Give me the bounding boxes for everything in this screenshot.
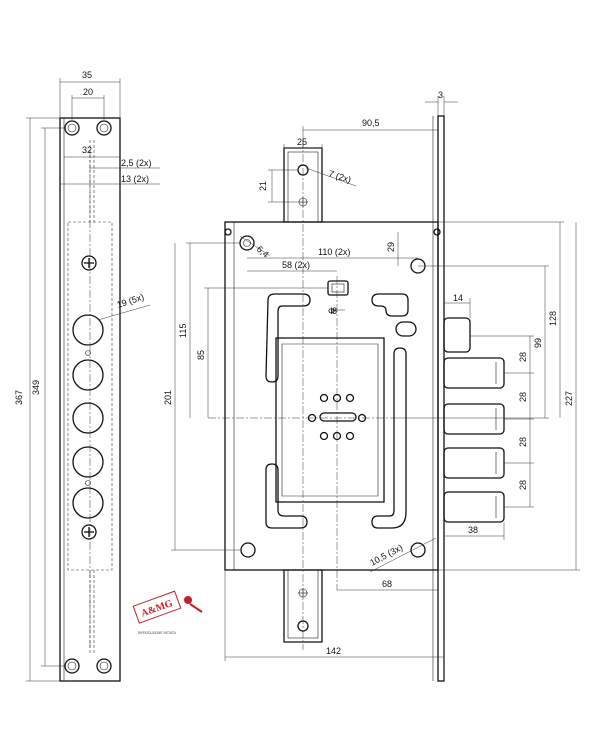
top-right-screw-hole: [96, 120, 112, 136]
fixing-hole-bottom-right: [410, 542, 426, 558]
cyl-pin-1: [319, 393, 329, 403]
inner-plate-edge: [281, 343, 379, 497]
oval-latch-slot: [395, 321, 417, 337]
dim-28-label-2: 28: [518, 392, 528, 402]
left-track-top: [265, 293, 311, 383]
spindle-hole: [327, 280, 349, 296]
left-track-bottom: [265, 463, 308, 529]
bottom-left-screw-hole-inner: [67, 661, 77, 671]
dim-28-label-1: 28: [518, 352, 528, 362]
diameter-symbol: Φ: [328, 306, 335, 316]
right-track-side: [371, 347, 407, 529]
dim-fixing-label: 10,5 (3x): [368, 542, 404, 568]
right-track-top: [371, 293, 409, 317]
dim-68-label: 68: [382, 579, 392, 589]
inner-plate: [275, 337, 385, 503]
small-pin-hole-2: [85, 480, 91, 486]
brand-logo: A&MG RIPRODUZIONE VIETATA: [132, 590, 203, 635]
dim-28-label-4: 28: [518, 480, 528, 490]
dim-64-label: 6,4: [255, 244, 271, 260]
dim-64-leader: [239, 235, 271, 257]
dim-99-label: 99: [533, 338, 543, 348]
dim-349-label: 349: [31, 380, 41, 395]
dim-21-label: 21: [258, 181, 268, 191]
dim-38-label: 38: [468, 525, 478, 535]
lock-body-view: 8 Φ: [163, 90, 580, 682]
front-plate: [437, 115, 445, 682]
small-pin-hole: [85, 350, 91, 356]
dim-20-label: 20: [83, 87, 93, 97]
top-left-screw-hole: [64, 120, 80, 136]
deadbolt-1: [443, 357, 505, 389]
deadbolt-4: [443, 491, 505, 523]
dim-keeper-hole-label: 7 (2x): [327, 168, 352, 185]
corner-hole: [433, 228, 441, 236]
top-left-screw-hole-inner: [67, 123, 77, 133]
logo-tagline: RIPRODUZIONE VIETATA: [138, 631, 177, 635]
dim-201-label: 201: [163, 390, 173, 405]
fixing-hole-top-left: [239, 235, 255, 251]
faceplate-view: 35 20 32 2,5 (2x) 13 (2x) 19 (5x) 367 34…: [14, 70, 160, 682]
bottom-right-screw-hole-inner: [99, 661, 109, 671]
round-bolt-hole-3: [72, 402, 104, 434]
cyl-pin-3: [345, 393, 355, 403]
key-icon: [184, 596, 192, 604]
cyl-pin-8: [345, 431, 355, 441]
dim-28-label-3: 28: [518, 437, 528, 447]
dim-128-label: 128: [548, 311, 558, 326]
dim-110-label: 110 (2x): [318, 247, 350, 257]
dim-fixing-leader: [369, 537, 437, 573]
dim-14-label: 14: [453, 293, 463, 303]
key-icon-shaft: [189, 603, 203, 613]
dim-367-label: 367: [14, 390, 24, 405]
dim-142-label: 142: [326, 646, 341, 656]
dim-3-label: 3: [438, 90, 443, 100]
dim-58-label: 58 (2x): [282, 260, 310, 270]
faceplate-outline: [59, 117, 121, 682]
dim-spindle-label: 8: [332, 306, 337, 316]
fixing-hole-bottom-left: [240, 542, 256, 558]
round-bolt-hole-4: [72, 446, 104, 478]
dim-227-label: 227: [564, 391, 574, 406]
top-right-screw-hole-inner: [99, 123, 109, 133]
corner-hole-2: [224, 228, 232, 236]
dim-85-label: 85: [196, 350, 206, 360]
round-bolt-hole-5: [72, 487, 104, 519]
dim-32-label: 32: [82, 145, 92, 155]
bottom-right-screw-hole: [96, 658, 112, 674]
dim-25-label: 25: [297, 137, 307, 147]
bottom-phillips-screw: [81, 524, 97, 540]
dim-keeper-hole-leader: [305, 167, 357, 187]
deadbolt-3: [443, 447, 505, 479]
dim-90-label: 90,5: [362, 118, 380, 128]
dim-bolt-dia-leader: [97, 304, 151, 321]
cyl-pin-6: [319, 431, 329, 441]
dim-slot-w-label: 13 (2x): [121, 174, 149, 184]
bottom-left-screw-hole: [64, 658, 80, 674]
dim-35-label: 35: [82, 70, 92, 80]
logo-tag-shape: [132, 590, 182, 624]
latch-bolt: [443, 317, 471, 353]
round-bolt-hole-2: [72, 359, 104, 391]
spindle-hole-inner: [331, 283, 345, 293]
deadbolt-2: [443, 403, 505, 435]
top-phillips-screw: [81, 255, 97, 271]
dim-29-label: 29: [386, 242, 396, 252]
cyl-bar: [319, 412, 357, 422]
round-bolt-hole-1: [72, 314, 104, 346]
lock-case: [224, 221, 439, 571]
dim-slot-label: 2,5 (2x): [121, 158, 152, 168]
dim-115-label: 115: [178, 324, 188, 338]
